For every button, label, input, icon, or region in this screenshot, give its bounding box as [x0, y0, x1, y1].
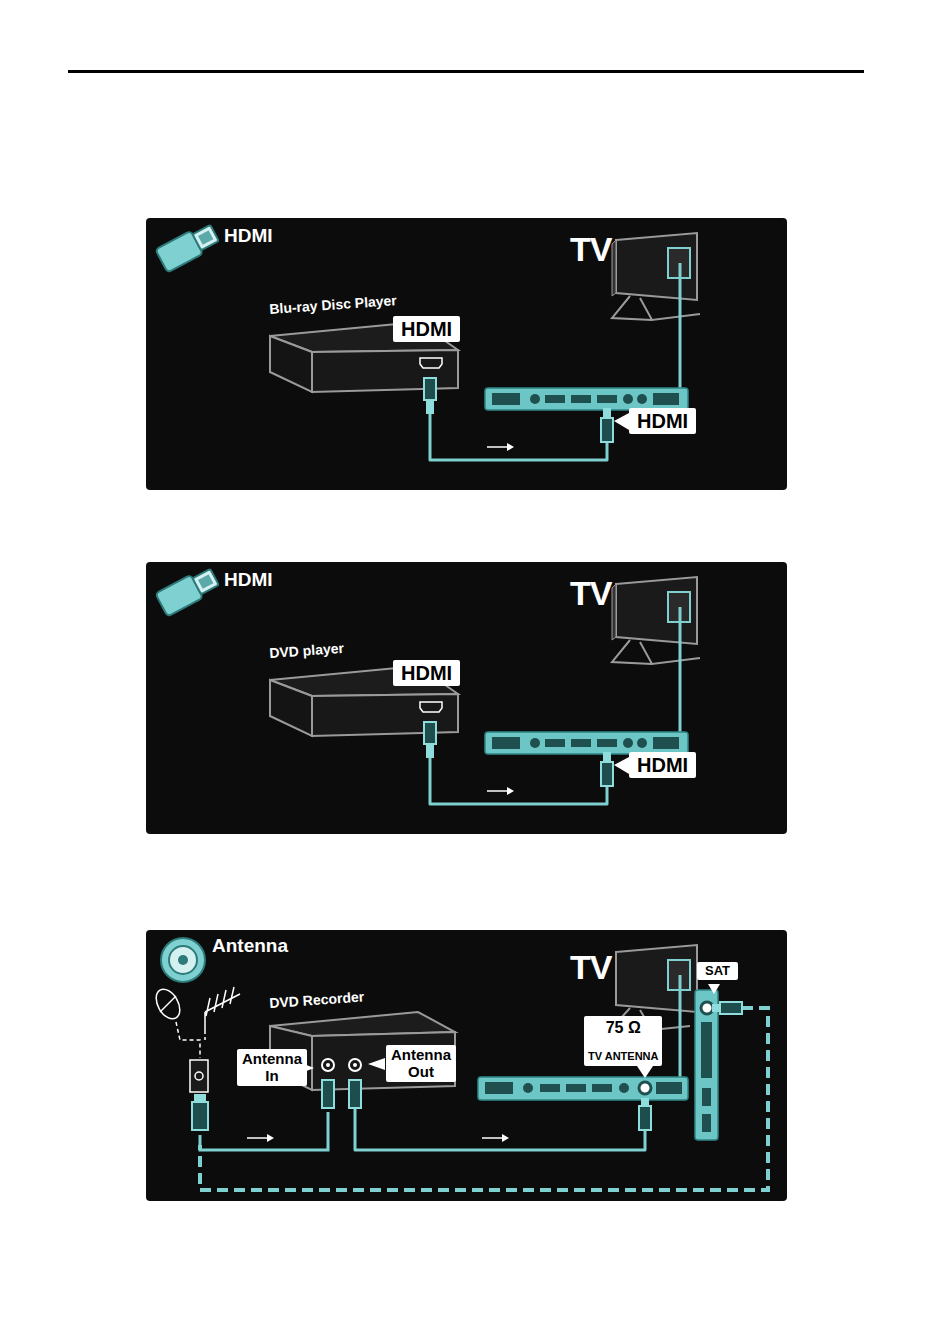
- panel-title: HDMI: [224, 225, 273, 247]
- header-rule: [68, 70, 864, 73]
- cable: [355, 1090, 645, 1150]
- port-callout: 75 Ω TV ANTENNA: [584, 1016, 662, 1066]
- tv-set: TV: [485, 572, 695, 754]
- port-callout: Antenna In: [237, 1049, 307, 1086]
- antenna-panel: [146, 930, 787, 1201]
- player-box: Blu-ray Disc Player: [270, 300, 466, 392]
- port-callout: HDMI: [393, 660, 460, 686]
- device-name: DVD player: [269, 639, 345, 662]
- cable: [430, 392, 607, 460]
- tv-set: TV: [485, 228, 695, 410]
- port-name: HDMI: [637, 754, 688, 776]
- player-box: DVD player: [270, 644, 466, 736]
- cable-plugs: [424, 378, 629, 451]
- cable-plugs: [192, 984, 742, 1142]
- hdmi-panel: [146, 562, 787, 834]
- port-callout: HDMI: [629, 408, 696, 434]
- device-heading: TV: [570, 228, 611, 266]
- port-callout: SAT: [697, 962, 738, 980]
- port-name: SAT: [705, 964, 730, 978]
- port-name: TV ANTENNA: [588, 1050, 658, 1063]
- port-name: Antenna Out: [391, 1047, 451, 1080]
- device-name: DVD Recorder: [269, 987, 365, 1012]
- panel-title: Antenna: [212, 935, 288, 957]
- port-callout: HDMI: [393, 316, 460, 342]
- port-name: HDMI: [401, 662, 452, 684]
- port-name: HDMI: [637, 410, 688, 432]
- port-callout: Antenna Out: [386, 1045, 456, 1082]
- device-heading: TV: [570, 946, 611, 984]
- port-name: Antenna In: [242, 1051, 302, 1084]
- device-name: Blu-ray Disc Player: [269, 291, 398, 318]
- device-heading: TV: [570, 572, 611, 610]
- hdmi-panel: [146, 218, 787, 490]
- port-name: 75 Ω: [588, 1018, 658, 1038]
- port-name: HDMI: [401, 318, 452, 340]
- cable-plugs: [424, 722, 629, 795]
- cable: [430, 736, 607, 804]
- port-callout: HDMI: [629, 752, 696, 778]
- panel-title: HDMI: [224, 569, 273, 591]
